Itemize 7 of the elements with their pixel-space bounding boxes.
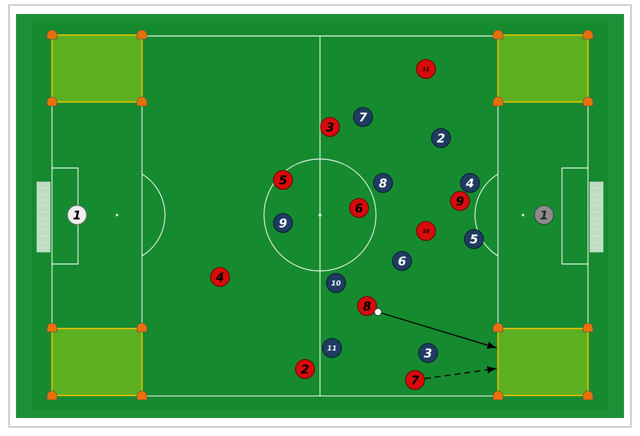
ball <box>374 308 382 316</box>
marked-zone <box>51 328 143 396</box>
marked-zone <box>51 34 143 103</box>
arrow <box>381 312 496 349</box>
arrow <box>424 366 496 380</box>
marked-zone <box>497 34 589 103</box>
marked-zone <box>497 328 589 396</box>
